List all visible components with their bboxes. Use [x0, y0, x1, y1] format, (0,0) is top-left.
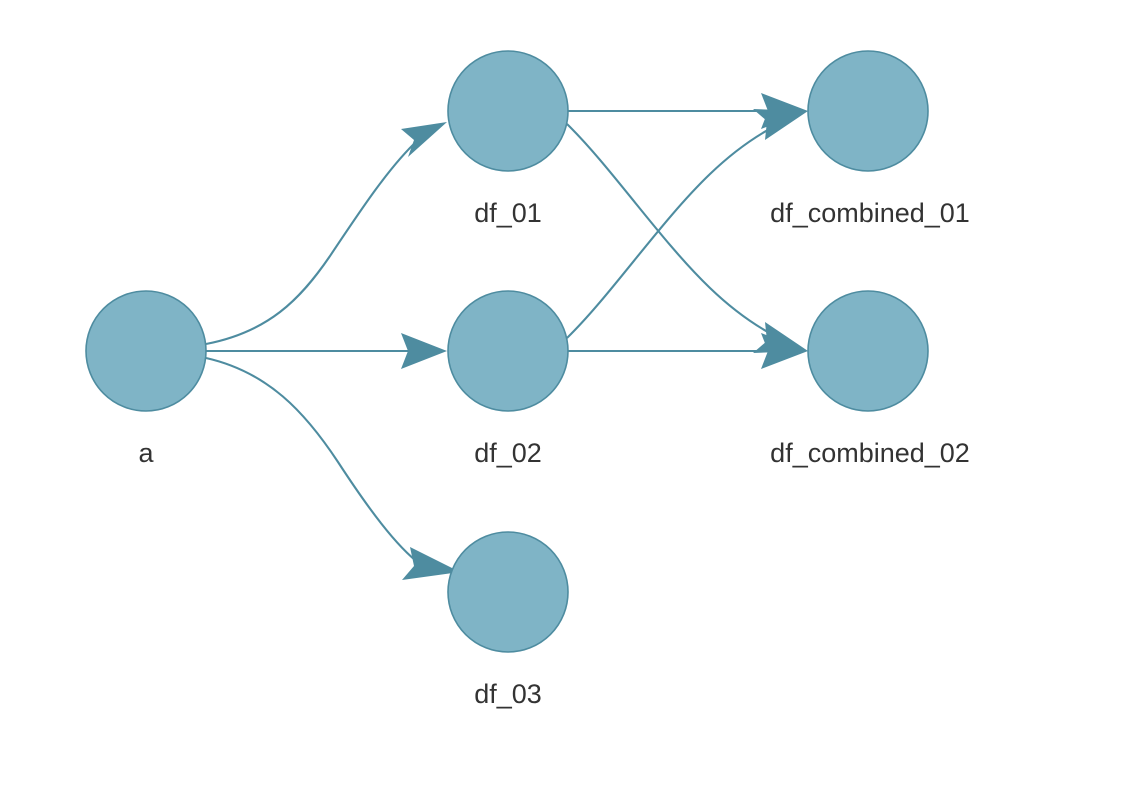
- arrow-head-icon: [401, 122, 447, 157]
- edge-layer: [205, 93, 808, 580]
- node-layer: a df_01 df_02 df_03 df_combined_01 df_co: [85, 50, 970, 709]
- edge-line: [205, 139, 419, 346]
- edge-line: [566, 123, 776, 337]
- node-circle: [447, 531, 569, 653]
- node-label: a: [138, 438, 154, 468]
- node-circle: [447, 290, 569, 412]
- arrow-head-icon: [402, 547, 460, 580]
- node-df_combined_01[interactable]: df_combined_01: [770, 50, 970, 228]
- node-label: df_combined_02: [770, 438, 970, 468]
- node-circle: [447, 50, 569, 172]
- edge-df_01-to-df_combined_02[interactable]: [566, 123, 808, 353]
- arrow-head-icon: [753, 109, 808, 140]
- node-circle: [85, 290, 207, 412]
- node-df_01[interactable]: df_01: [447, 50, 569, 228]
- node-label: df_01: [474, 198, 542, 228]
- node-df_combined_02[interactable]: df_combined_02: [770, 290, 970, 468]
- node-label: df_combined_01: [770, 198, 970, 228]
- edge-df_02-to-df_combined_02[interactable]: [568, 333, 808, 369]
- edge-a-to-df_01[interactable]: [205, 122, 447, 346]
- edge-a-to-df_03[interactable]: [205, 356, 460, 580]
- node-circle: [807, 50, 929, 172]
- node-df_03[interactable]: df_03: [447, 531, 569, 709]
- node-label: df_03: [474, 679, 542, 709]
- node-a[interactable]: a: [85, 290, 207, 468]
- edge-line: [566, 125, 776, 339]
- node-circle: [807, 290, 929, 412]
- edge-line: [205, 356, 421, 565]
- node-df_02[interactable]: df_02: [447, 290, 569, 468]
- edge-df_02-to-df_combined_01[interactable]: [566, 109, 808, 339]
- arrow-head-icon: [761, 333, 808, 369]
- arrow-head-icon: [401, 333, 447, 369]
- edge-a-to-df_02[interactable]: [206, 333, 447, 369]
- node-label: df_02: [474, 438, 542, 468]
